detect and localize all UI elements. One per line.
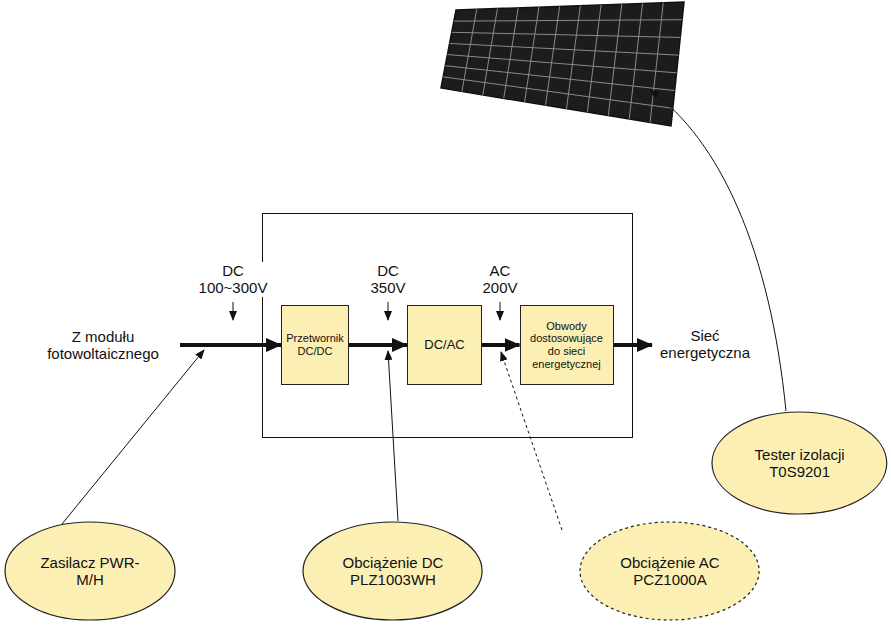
diagram-label: DC 100~300V xyxy=(194,262,272,297)
node-text: Przetwornik DC/DC xyxy=(285,332,345,357)
leader-line xyxy=(62,350,204,524)
solar-panel xyxy=(441,2,684,126)
voltage-arrow xyxy=(233,302,234,320)
grid-circuit-box: Obwody dostosowujące do sieci energetycz… xyxy=(520,305,614,385)
power-flow-arrow xyxy=(349,343,407,347)
voltage-arrow xyxy=(500,302,501,320)
inverter-housing xyxy=(263,214,633,438)
node-text: Obciążenie DC PLZ1003WH xyxy=(334,554,452,589)
diagram-label: Sieć energetyczna xyxy=(655,327,755,362)
node-text: Obciążenie AC PCZ1000A xyxy=(611,554,729,589)
instrument-ellipse: Tester izolacji T0S9201 xyxy=(711,411,888,515)
converter-box: DC/AC xyxy=(407,305,482,385)
power-flow-arrow xyxy=(482,343,520,347)
leader-line xyxy=(388,351,398,521)
diagram-label: DC 350V xyxy=(365,262,411,297)
instrument-ellipse: Zasilacz PWR-M/H xyxy=(4,521,176,621)
node-text: Obwody dostosowujące do sieci energetycz… xyxy=(524,320,610,371)
node-text: Zasilacz PWR-M/H xyxy=(35,554,145,589)
instrument-ellipse-dashed: Obciążenie AC PCZ1000A xyxy=(579,521,760,621)
diagram-label: Z modułu fotowoltaicznego xyxy=(39,328,167,363)
node-text: Tester izolacji T0S9201 xyxy=(742,446,857,481)
voltage-arrow xyxy=(388,302,389,320)
converter-box: Przetwornik DC/DC xyxy=(281,305,349,385)
instrument-ellipse: Obciążenie DC PLZ1003WH xyxy=(302,521,483,621)
node-text: DC/AC xyxy=(424,338,464,353)
diagram-label: AC 200V xyxy=(477,262,523,297)
output-line xyxy=(614,343,652,347)
input-line xyxy=(180,343,281,347)
leader-curve xyxy=(650,90,786,411)
